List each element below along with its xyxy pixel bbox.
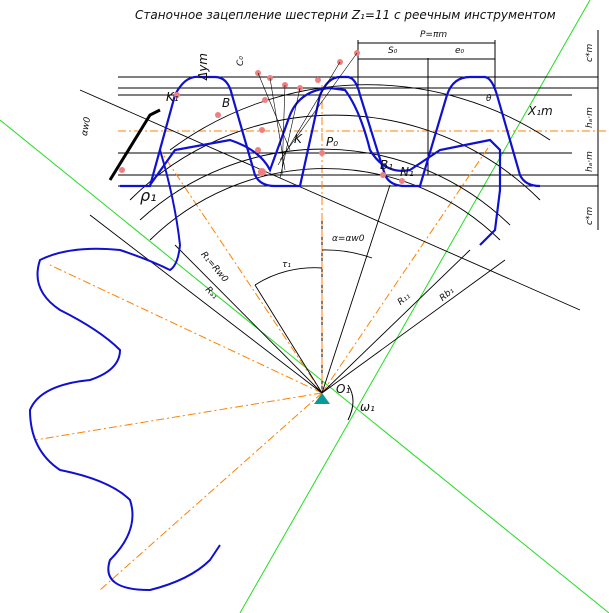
- delta-y-label: Δym: [196, 53, 210, 80]
- construction-points: [119, 50, 405, 184]
- generating-lines: [257, 52, 358, 179]
- alpha-eq-label: α=αw0: [332, 234, 365, 244]
- tau1-label: τ₁: [282, 260, 292, 270]
- rotation-arrow-icon: [347, 384, 354, 421]
- point-b1-label: B₁: [380, 158, 394, 172]
- c0-label: C₀: [236, 56, 246, 66]
- omega1-label: ω₁: [360, 400, 375, 414]
- shift-label: X₁m: [528, 104, 553, 118]
- pivot-support-icon: [314, 393, 330, 404]
- point-k1-label: K₁: [166, 90, 179, 104]
- point-k-label: K: [294, 132, 302, 146]
- o1-label: O₁: [336, 382, 351, 396]
- construction-lines: [79, 84, 581, 394]
- c-bottom-label: c*m: [585, 206, 595, 225]
- c-top-label: c*m: [585, 43, 595, 62]
- ha-top-label: hₐ·m: [585, 107, 595, 128]
- ha-bottom-label: hₐ·m: [585, 151, 595, 172]
- theta-label: θ: [486, 94, 492, 104]
- line-of-action-green-2: [239, 0, 591, 613]
- line-of-action-green-1: [0, 119, 609, 613]
- s0-label: S₀: [388, 46, 398, 56]
- point-n1-label: N₁: [400, 165, 414, 179]
- drawing-title: Станочное зацепление шестерни Z₁=11 с ре…: [135, 8, 556, 22]
- rho1-label: ρ₁: [140, 186, 157, 205]
- rack-profile: [120, 75, 541, 246]
- gear-outline: [28, 149, 221, 592]
- point-p0-label: P₀: [326, 135, 339, 149]
- fillet-segment: [108, 108, 161, 181]
- point-b-label: B: [222, 96, 231, 110]
- pitch-label: P=πm: [420, 30, 448, 40]
- e0-label: e₀: [455, 46, 465, 56]
